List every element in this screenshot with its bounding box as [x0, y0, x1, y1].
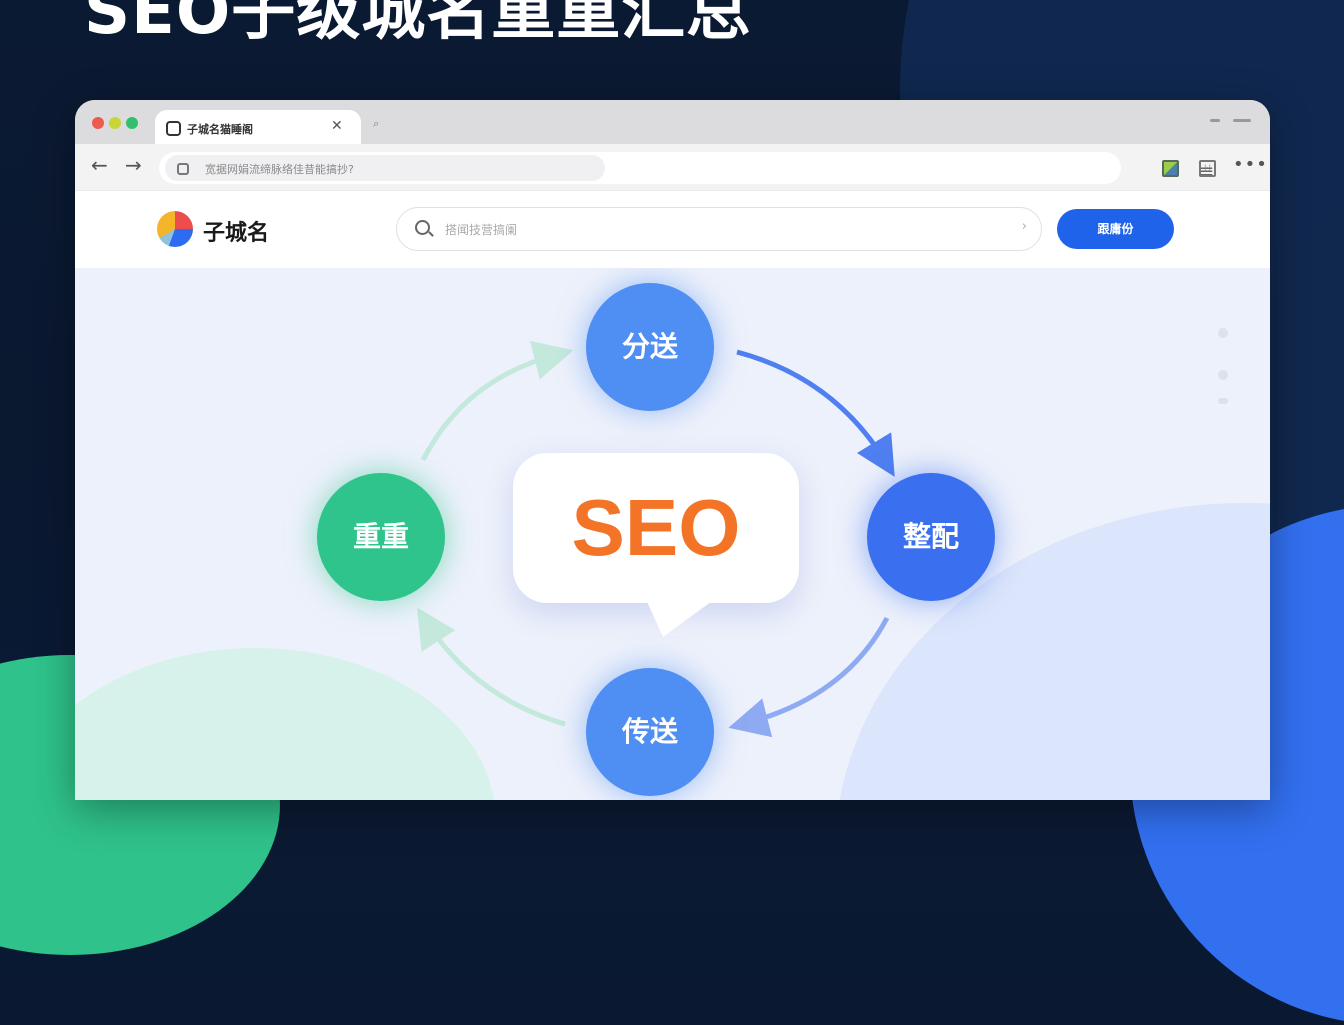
diagram-node-bottom: 传送 — [586, 668, 714, 796]
seo-diagram-area: 分送 整配 传送 重重 SEO — [75, 268, 1270, 800]
tab-title: 子城名猫睡阁 — [187, 123, 253, 136]
minimize-window-button[interactable] — [109, 117, 121, 129]
favicon-icon — [166, 121, 181, 136]
carousel-dot[interactable] — [1218, 328, 1228, 338]
speech-bubble-tail — [643, 593, 723, 637]
maximize-window-button[interactable] — [126, 117, 138, 129]
carousel-dot[interactable] — [1218, 370, 1228, 380]
new-tab-icon[interactable]: ⌕ — [373, 117, 380, 130]
site-search-input[interactable]: 搭闻技营搞阑 › — [396, 207, 1042, 251]
back-arrow-icon[interactable]: ← — [91, 153, 108, 177]
tab-bar: 子城名猫睡阁 ✕ ⌕ — [75, 100, 1270, 150]
diagram-node-left: 重重 — [317, 473, 445, 601]
cycle-arrows — [416, 340, 895, 738]
page-headline: SEO子级城名重重汇总 — [84, 0, 752, 49]
search-placeholder: 搭闻技营搞阑 — [445, 223, 518, 237]
tab-close-icon[interactable]: ✕ — [331, 118, 343, 134]
site-info-icon[interactable] — [177, 163, 189, 175]
url-text: 宽据网娟流缔脉络佳昔能搞抄? — [205, 163, 354, 176]
brand-logo-icon[interactable] — [157, 211, 193, 247]
more-options-icon[interactable]: ••• — [1233, 154, 1268, 175]
url-field[interactable]: 宽据网娟流缔脉络佳昔能搞抄? — [165, 155, 605, 181]
diagram-node-top: 分送 — [586, 283, 714, 411]
browser-window: 子城名猫睡阁 ✕ ⌕ ← → 宽据网娟流缔脉络佳昔能搞抄? ≡ |·| ••• … — [75, 100, 1270, 800]
primary-cta-button[interactable]: 跟庸份 — [1057, 209, 1174, 249]
seo-speech-bubble: SEO — [513, 453, 799, 637]
carousel-dot[interactable] — [1218, 398, 1228, 404]
search-submit-icon[interactable]: › — [1021, 219, 1027, 234]
sidebar-toggle-icon[interactable]: |·| — [1199, 160, 1216, 177]
extension-icon[interactable] — [1162, 160, 1179, 177]
navigation-bar: ← → 宽据网娟流缔脉络佳昔能搞抄? ≡ |·| ••• — [75, 144, 1270, 190]
brand-name[interactable]: 子城名 — [203, 221, 270, 246]
seo-center-label: SEO — [571, 483, 741, 572]
diagram-node-right: 整配 — [867, 473, 995, 601]
close-window-button[interactable] — [92, 117, 104, 129]
site-header: 子城名 搭闻技营搞阑 › 跟庸份 — [75, 190, 1270, 269]
search-icon — [415, 220, 430, 235]
tab-active[interactable]: 子城名猫睡阁 ✕ — [155, 110, 361, 150]
address-bar[interactable]: 宽据网娟流缔脉络佳昔能搞抄? ≡ — [159, 152, 1214, 184]
window-maximize-icon[interactable] — [1233, 119, 1251, 122]
window-minimize-icon[interactable] — [1210, 119, 1220, 122]
forward-arrow-icon[interactable]: → — [125, 153, 142, 177]
